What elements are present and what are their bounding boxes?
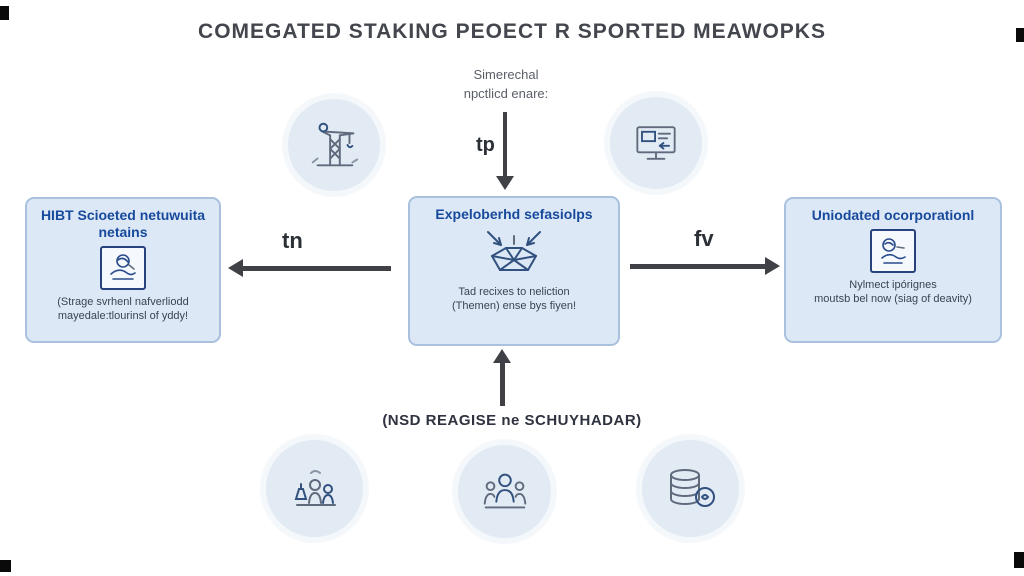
arrow-up-head bbox=[493, 349, 511, 363]
center-node-heading: Expeloberhd sefasiolps bbox=[435, 206, 593, 222]
right-node-body: Nylmect ipórignes moutsb bel now (siag o… bbox=[814, 278, 972, 306]
edge-artifact bbox=[1014, 552, 1024, 568]
lab-figures-icon-art bbox=[294, 469, 336, 506]
converging-network-icon bbox=[418, 228, 610, 280]
diagram-title: COMEGATED STAKING PEOECT R SPORTED MEAWO… bbox=[198, 20, 826, 43]
arrow-left-shaft bbox=[243, 266, 391, 271]
crane-icon bbox=[288, 99, 380, 191]
right-node-card: Uniodated ocorporationl Nylmect ipórigne… bbox=[784, 197, 1002, 343]
edge-artifact bbox=[1016, 28, 1024, 42]
people-group-icon-art bbox=[483, 473, 526, 508]
coin-stack-icon bbox=[642, 440, 739, 537]
subtitle-line-1: Simerechal bbox=[473, 67, 539, 82]
arrow-down-shaft bbox=[503, 112, 507, 178]
coin-stack-icon-art bbox=[669, 468, 715, 507]
subtitle-line-2: npctlicd enare: bbox=[463, 85, 549, 101]
edge-artifact bbox=[0, 6, 9, 20]
left-node-heading: HIBT Scioeted netuwuita netains bbox=[40, 207, 206, 240]
seal-icon-art bbox=[110, 253, 136, 280]
arrow-left-label: tn bbox=[282, 228, 303, 253]
bottom-caption: (NSD REAGISE ne SCHUYHADAR) bbox=[382, 412, 642, 429]
edge-artifact bbox=[0, 560, 11, 572]
diagram-subtitle: Simerechal npctlicd enare: bbox=[400, 66, 612, 104]
left-node-body: (Strage svrhenl nafverliodd mayedale:tlo… bbox=[57, 295, 189, 322]
arrow-right-head bbox=[765, 257, 780, 275]
lab-figures-icon bbox=[266, 440, 363, 537]
people-group-icon bbox=[458, 445, 551, 538]
arrow-right-shaft bbox=[630, 264, 767, 269]
center-node-body: Tad recixes to neliction (Themen) ense b… bbox=[451, 285, 577, 313]
left-node-card: HIBT Scioeted netuwuita netains (Strage … bbox=[25, 197, 221, 343]
arrow-down-head bbox=[496, 176, 514, 190]
arrow-down-label: tp bbox=[476, 134, 495, 156]
arrow-right-label: fv bbox=[694, 226, 714, 251]
monitor-icon-art bbox=[636, 126, 676, 160]
arrow-up-shaft bbox=[500, 362, 505, 406]
right-node-heading: Uniodated ocorporationl bbox=[811, 207, 975, 223]
converging-network-icon-art bbox=[487, 230, 541, 271]
seal-icon-art bbox=[881, 237, 906, 264]
arrow-left-head bbox=[228, 259, 243, 277]
center-node-card: Expeloberhd sefasiolps Tad recixes to ne… bbox=[408, 196, 620, 346]
seal-icon bbox=[100, 245, 146, 290]
crane-icon-art bbox=[311, 122, 359, 167]
seal-icon bbox=[870, 228, 916, 273]
monitor-icon bbox=[610, 97, 702, 189]
